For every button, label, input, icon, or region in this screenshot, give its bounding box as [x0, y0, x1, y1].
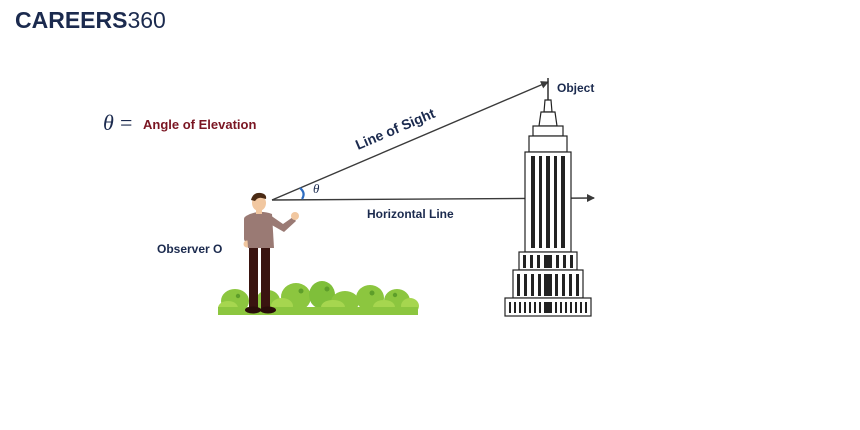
line-of-sight: [271, 81, 549, 201]
building-object: [504, 78, 592, 317]
legend-text: Angle of Elevation: [143, 117, 256, 132]
logo-part-careers: CAREERS: [15, 7, 127, 33]
legend-equals-sign: =: [120, 110, 132, 135]
bushes: [218, 281, 419, 315]
object-label: Object: [557, 81, 594, 95]
horizontal-line-label: Horizontal Line: [367, 207, 454, 221]
careers360-logo: CAREERS360: [15, 7, 166, 33]
legend-theta-symbol: θ: [103, 110, 114, 135]
angle-theta-label: θ: [313, 181, 320, 196]
observer-label: Observer O: [157, 242, 222, 256]
observer-figure: [243, 192, 299, 314]
line-of-sight-label: Line of Sight: [353, 105, 438, 153]
logo-part-360: 360: [127, 7, 165, 33]
angle-arc: [299, 187, 305, 200]
